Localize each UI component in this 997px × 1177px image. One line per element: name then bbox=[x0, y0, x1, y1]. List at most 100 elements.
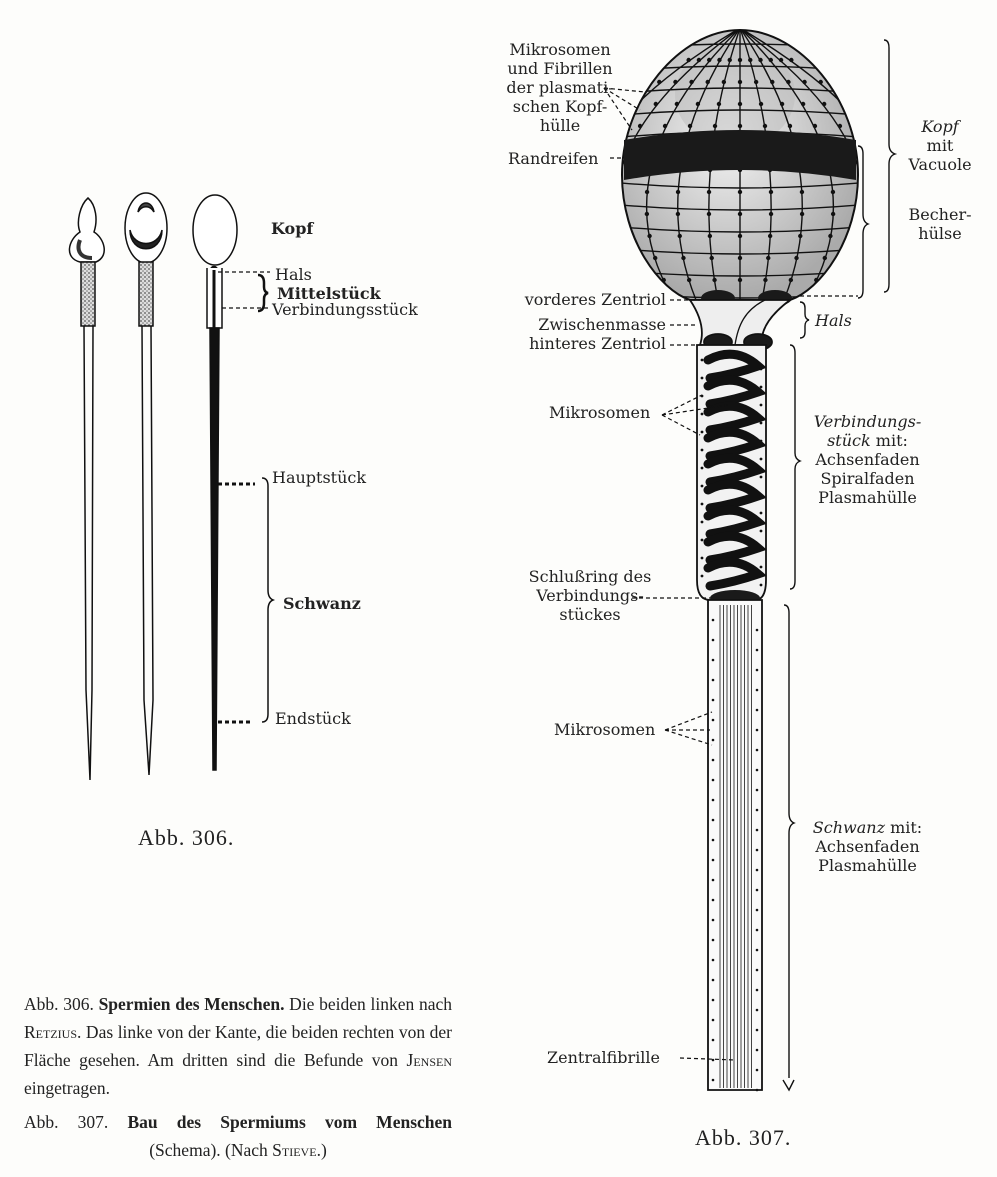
caption-text: .) bbox=[316, 1140, 327, 1160]
mikrosom bbox=[759, 511, 763, 515]
mikrosom bbox=[677, 233, 682, 239]
mikrosom bbox=[700, 574, 704, 578]
mikrosom bbox=[711, 758, 715, 762]
label-line: Plasmahülle bbox=[818, 856, 917, 875]
mikrosom bbox=[711, 1018, 715, 1022]
mikrosom bbox=[689, 79, 694, 85]
caption-author: Retzius bbox=[24, 1022, 77, 1042]
label-mikrosomen-kopf: Mikrosomen und Fibrillen der plasmati- s… bbox=[500, 40, 620, 135]
mikrosom bbox=[737, 233, 743, 239]
mikrosom bbox=[814, 277, 819, 283]
mikrosom bbox=[863, 124, 867, 128]
mikrosom bbox=[878, 146, 882, 150]
spiral-turn bbox=[703, 427, 767, 461]
label-mittelstueck: Mittelstück bbox=[277, 284, 381, 303]
mikrosom bbox=[755, 768, 759, 772]
label-line: Achsenfaden bbox=[815, 450, 920, 469]
mikrosom bbox=[706, 189, 712, 195]
mikrosom bbox=[617, 234, 621, 238]
mikrosom bbox=[711, 1058, 715, 1062]
mikrosom bbox=[624, 255, 630, 261]
mikrosom bbox=[700, 448, 704, 452]
mikrosom bbox=[653, 101, 659, 107]
label-endstueck: Endstück bbox=[275, 709, 351, 728]
mikrosom bbox=[711, 978, 715, 982]
mikrosom bbox=[711, 938, 715, 942]
head-schematic bbox=[596, 28, 882, 306]
spiral-turn bbox=[703, 375, 767, 409]
mikrosom bbox=[737, 79, 743, 85]
mikrosom bbox=[763, 277, 768, 283]
mikrosom bbox=[830, 189, 836, 195]
mikrosom bbox=[674, 101, 680, 107]
mikrosom bbox=[700, 502, 704, 506]
label-line: mit bbox=[926, 136, 954, 155]
mikrosom bbox=[767, 233, 773, 239]
mikrosom bbox=[700, 466, 704, 470]
mikrosom bbox=[596, 256, 600, 260]
caption-number: Abb. 307. bbox=[24, 1112, 109, 1132]
label-line: der plasmati- bbox=[506, 78, 614, 97]
sperm-flat-view bbox=[124, 192, 168, 776]
mikrosom bbox=[686, 57, 691, 63]
mikrosom bbox=[662, 123, 668, 129]
mikrosom bbox=[759, 529, 763, 533]
mikrosom bbox=[786, 79, 791, 85]
label-line: schen Kopf- bbox=[512, 97, 608, 116]
label-line: stückes bbox=[559, 605, 621, 624]
mikrosom bbox=[818, 79, 823, 85]
label-line: stück bbox=[827, 431, 871, 450]
mikrosom bbox=[673, 79, 678, 85]
mikrosom bbox=[695, 101, 701, 107]
spiral-turn bbox=[703, 505, 767, 539]
mikrosom bbox=[755, 808, 759, 812]
brace-mittelstueck bbox=[257, 273, 269, 313]
label-hals: Hals bbox=[275, 265, 312, 284]
label-line: hülse bbox=[918, 224, 962, 243]
mikrosom bbox=[755, 668, 759, 672]
label-line: Achsenfaden bbox=[815, 837, 920, 856]
mikrosom bbox=[706, 57, 712, 63]
label-verbindungsstueck: Verbindungs- stück mit: Achsenfaden Spir… bbox=[800, 412, 935, 507]
spiral-turn bbox=[703, 531, 767, 565]
mikrosom bbox=[711, 878, 715, 882]
mikrosom bbox=[711, 838, 715, 842]
mikrosom bbox=[799, 189, 805, 195]
mikrosom bbox=[711, 778, 715, 782]
mikrosom bbox=[647, 233, 652, 239]
mikrosom bbox=[828, 233, 833, 239]
mikrosom bbox=[802, 79, 807, 85]
mikrosom bbox=[755, 648, 759, 652]
label-schwanz: Schwanz mit: Achsenfaden Plasmahülle bbox=[800, 818, 935, 875]
mikrosom bbox=[798, 233, 803, 239]
mikrosom bbox=[712, 123, 718, 129]
mikrosom bbox=[711, 718, 715, 722]
mikrosom bbox=[653, 255, 658, 261]
label-hauptstueck: Hauptstück bbox=[272, 468, 367, 487]
label-zwischenmasse: Zwischenmasse bbox=[538, 315, 666, 334]
mikrosom bbox=[700, 484, 704, 488]
label-becherhuelse: Becher- hülse bbox=[895, 205, 985, 243]
caption-text: (Schema). (Nach bbox=[149, 1140, 273, 1160]
sperm-edge-view bbox=[68, 197, 105, 781]
mikrosom bbox=[759, 565, 763, 569]
label-schlussring: Schlußring des Verbindungs- stückes bbox=[520, 567, 660, 624]
mikrosom bbox=[759, 475, 763, 479]
caption-number: Abb. 306. bbox=[24, 994, 94, 1014]
label-line: Mikrosomen bbox=[509, 40, 611, 59]
mikrosom bbox=[779, 101, 785, 107]
fig307-title: Abb. 307. bbox=[695, 1125, 792, 1150]
mikrosom bbox=[614, 190, 618, 194]
mikrosom bbox=[711, 658, 715, 662]
label-line: Schlußring des bbox=[528, 567, 652, 586]
mikrosom bbox=[843, 101, 848, 107]
sperm-jensen-view bbox=[192, 194, 238, 771]
mikrosom bbox=[644, 211, 650, 217]
mikrosom bbox=[705, 79, 710, 85]
mikrosom bbox=[755, 628, 759, 632]
mikrosom bbox=[762, 123, 768, 129]
mikrosom bbox=[755, 968, 759, 972]
label-line: Schwanz bbox=[812, 818, 885, 837]
mikrosom bbox=[759, 385, 763, 389]
